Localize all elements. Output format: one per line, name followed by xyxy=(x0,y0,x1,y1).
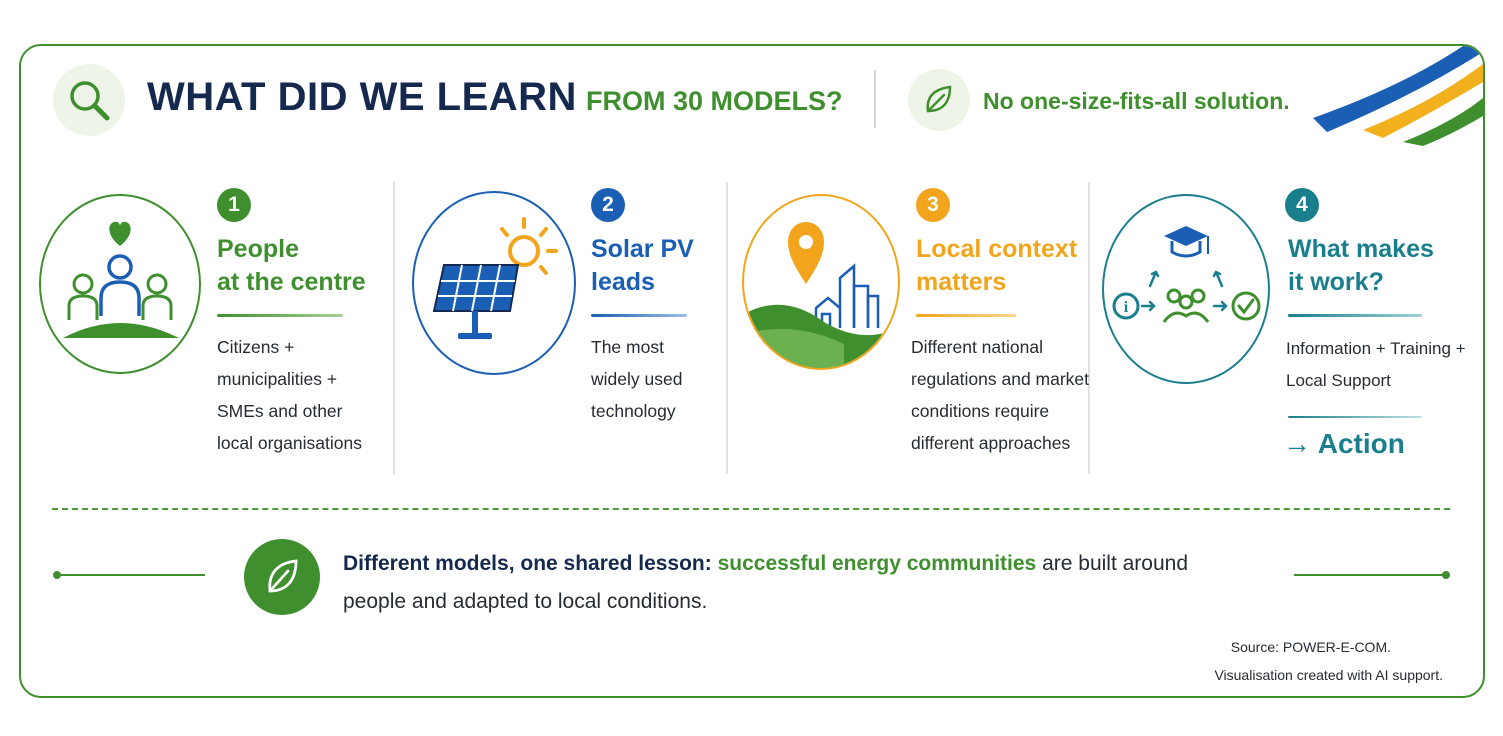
line-endpoint-dot xyxy=(1442,571,1450,579)
column-divider xyxy=(726,182,728,474)
key-lesson: Different models, one shared lesson: suc… xyxy=(343,552,1189,613)
column-divider xyxy=(393,182,395,474)
source-note: Source: POWER-E-COM. xyxy=(1230,639,1391,655)
step-number-badge: 1 xyxy=(217,188,251,222)
step-number-badge: 2 xyxy=(591,188,625,222)
page-title: WHAT DID WE LEARN xyxy=(147,75,577,119)
card-rule xyxy=(217,314,343,317)
card-title: What makes it work? xyxy=(1288,235,1434,296)
card-rule xyxy=(591,314,687,317)
decorative-line xyxy=(57,574,205,576)
leaf-icon xyxy=(244,539,320,615)
brand-swoosh-icon xyxy=(1313,46,1483,146)
section-divider xyxy=(52,508,1450,510)
card-body: Citizens + municipalities + SMEs and oth… xyxy=(217,337,362,453)
card-title: Solar PV leads xyxy=(591,235,694,296)
page-subtitle: FROM 30 MODELS? xyxy=(586,86,843,116)
card-title: Local context matters xyxy=(916,235,1078,296)
decorative-line xyxy=(1294,574,1446,576)
card-rule xyxy=(1288,416,1422,418)
tagline: No one-size-fits-all solution. xyxy=(983,88,1290,114)
step-number-badge: 4 xyxy=(1285,188,1319,222)
credit-note: Visualisation created with AI support. xyxy=(1214,667,1443,683)
header-divider xyxy=(874,70,876,128)
card-rule xyxy=(1288,314,1422,317)
action-label: → Action xyxy=(1283,428,1405,459)
card-body: Different national regulations and marke… xyxy=(911,337,1090,453)
step-number-badge: 3 xyxy=(916,188,950,222)
svg-text:i: i xyxy=(1124,299,1129,316)
map-pin-town-icon xyxy=(742,194,900,370)
leaf-icon xyxy=(908,69,970,131)
column-divider xyxy=(1088,182,1090,474)
card-rule xyxy=(916,314,1016,317)
magnifier-icon xyxy=(53,64,125,136)
card-title: People at the centre xyxy=(217,235,366,296)
info-training-support-icon: i xyxy=(1102,194,1270,384)
card-body: Information + Training + Local Support xyxy=(1286,339,1466,390)
people-heart-icon xyxy=(39,194,201,374)
solar-panel-sun-icon xyxy=(412,191,576,375)
card-body: The most widely used technology xyxy=(591,337,683,421)
